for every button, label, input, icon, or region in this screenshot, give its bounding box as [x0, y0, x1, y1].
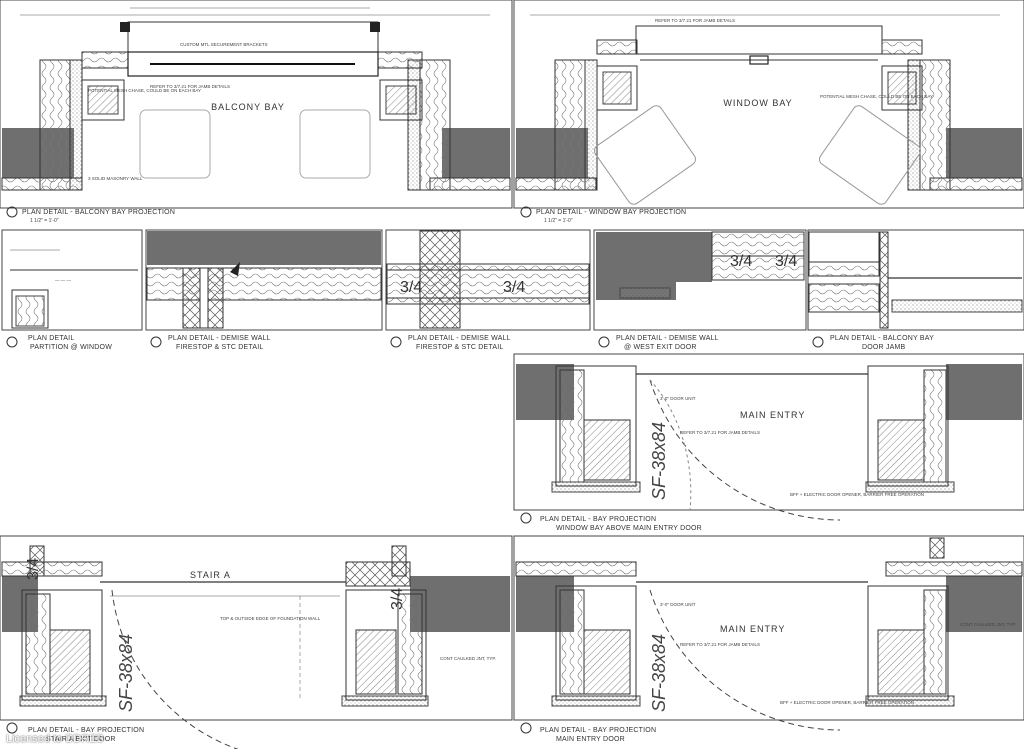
detail-bay-projection-main-entry: MAIN ENTRY REFER TO 3/7.21 FOR JAMB DETA…	[513, 535, 1024, 743]
note-potential-mesh-2: POTENTIAL MESH CHASE, COULD BE ON EACH B…	[820, 94, 933, 99]
detail-title-2: PLAN DETAIL - WINDOW BAY PROJECTION	[536, 209, 686, 216]
note-door-unit: 3'-0" DOOR UNIT	[660, 396, 696, 401]
detail-title-3: PLAN DETAIL	[28, 335, 74, 342]
note-potential-mesh: POTENTIAL MESH CHASE, COULD BE ON EACH B…	[88, 88, 201, 93]
detail-bay-projection-stair-a: 3/4 3/4 STAIR A TOP & OUTSIDE EDGE OF FO…	[0, 535, 513, 749]
detail-scale-2: 1 1/2" = 1'-0"	[544, 218, 573, 224]
fraction-3-4: 3/4	[400, 279, 422, 296]
note-caulked: CONT CAULKED JNT, TYP.	[440, 656, 496, 661]
detail-marker-icon	[812, 336, 824, 348]
note-refer-jamb-4: REFER TO 3/7.21 FOR JAMB DETAILS	[680, 642, 760, 647]
detail-title-6: PLAN DETAIL - DEMISE WALL	[616, 335, 719, 342]
room-label-balcony-bay: BALCONY BAY	[211, 102, 285, 112]
detail-partition-window: — — — PLAN DETAIL PARTITION @ WINDOW	[1, 229, 143, 351]
note-foundation: TOP & OUTSIDE EDGE OF FOUNDATION WALL	[220, 616, 321, 621]
detail-demise-west-exit: 3/4 3/4 PLAN DETAIL - DEMISE WALL @ WEST…	[593, 229, 807, 351]
detail-marker-icon	[150, 336, 162, 348]
fraction-3-4: 3/4	[503, 279, 525, 296]
detail-title-5: PLAN DETAIL - DEMISE WALL	[408, 335, 511, 342]
detail-title-10: PLAN DETAIL - BAY PROJECTION	[540, 727, 656, 734]
detail-demise-firestop-1: PLAN DETAIL - DEMISE WALL FIRESTOP & STC…	[145, 229, 383, 351]
detail-marker-icon	[520, 512, 532, 524]
note-refer-jamb-3: REFER TO 3/7.21 FOR JAMB DETAILS	[680, 430, 760, 435]
door-tag-3: SF-38x84	[649, 634, 669, 712]
room-label-main-entry-2: MAIN ENTRY	[720, 624, 785, 634]
note-door-unit-2: 3'-0" DOOR UNIT	[660, 602, 696, 607]
detail-marker-icon	[6, 206, 18, 218]
detail-marker-icon	[520, 206, 532, 218]
detail-scale-1: 1 1/2" = 1'-0"	[30, 218, 59, 224]
detail-subtitle-9: STAIR A EXIT DOOR	[46, 736, 116, 743]
watermark-text: Licensed to DDREB	[6, 733, 104, 745]
note-door-opener-2: BFF + ELECTRIC DOOR OPENER, BARRIER FREE…	[780, 700, 914, 705]
detail-title-1: PLAN DETAIL - BALCONY BAY PROJECTION	[22, 209, 175, 216]
detail-marker-icon	[6, 336, 18, 348]
note-solid-masonry: 3 SOLID MASONRY WALL	[88, 176, 143, 181]
detail-balcony-bay-projection: BALCONY BAY CUSTOM MTL SECUREMENT BRACKE…	[0, 0, 513, 224]
detail-balcony-door-jamb: PLAN DETAIL - BALCONY BAY DOOR JAMB	[807, 229, 1024, 351]
note-refer-jamb-2: REFER TO 3/7.21 FOR JAMB DETAILS	[655, 18, 735, 23]
detail-title-4: PLAN DETAIL - DEMISE WALL	[168, 335, 271, 342]
detail-subtitle-4: FIRESTOP & STC DETAIL	[176, 344, 263, 351]
detail-marker-icon	[598, 336, 610, 348]
detail-subtitle-5: FIRESTOP & STC DETAIL	[416, 344, 503, 351]
detail-marker-icon	[6, 722, 18, 734]
detail-subtitle-8: WINDOW BAY ABOVE MAIN ENTRY DOOR	[556, 525, 702, 532]
note-refer-jamb: REFER TO 3/7.21 FOR JAMB DETAILS	[150, 84, 230, 89]
note-door-opener: BFF + ELECTRIC DOOR OPENER, BARRIER FREE…	[790, 492, 924, 497]
detail-marker-icon	[520, 722, 532, 734]
detail-window-bay-projection: WINDOW BAY REFER TO 3/7.21 FOR JAMB DETA…	[513, 0, 1024, 224]
detail-subtitle-3: PARTITION @ WINDOW	[30, 344, 112, 351]
fraction-3-4: 3/4	[775, 253, 797, 270]
door-tag-1: SF-38x84	[649, 422, 669, 500]
note-custom-bracket: CUSTOM MTL SECUREMENT BRACKETS	[180, 42, 268, 47]
room-label-main-entry: MAIN ENTRY	[740, 410, 805, 420]
note-caulked-2: CONT CAULKED JNT, TYP.	[960, 622, 1016, 627]
detail-title-7: PLAN DETAIL - BALCONY BAY	[830, 335, 934, 342]
room-label-stair-a: STAIR A	[190, 570, 231, 580]
detail-subtitle-10: MAIN ENTRY DOOR	[556, 736, 625, 743]
svg-text:— — —: — — —	[55, 278, 72, 283]
detail-marker-icon	[390, 336, 402, 348]
detail-bay-projection-window-above-entry: MAIN ENTRY REFER TO 3/7.21 FOR JAMB DETA…	[513, 353, 1024, 532]
fraction-3-4: 3/4	[25, 558, 42, 580]
fraction-3-4: 3/4	[730, 253, 752, 270]
detail-title-8: PLAN DETAIL - BAY PROJECTION	[540, 516, 656, 523]
detail-subtitle-7: DOOR JAMB	[862, 344, 906, 351]
door-tag-2: SF-38x84	[116, 634, 136, 712]
detail-demise-firestop-2: 3/4 3/4 PLAN DETAIL - DEMISE WALL FIREST…	[385, 229, 591, 351]
detail-subtitle-6: @ WEST EXIT DOOR	[624, 344, 697, 351]
detail-title-9: PLAN DETAIL - BAY PROJECTION	[28, 727, 144, 734]
room-label-window-bay: WINDOW BAY	[723, 98, 792, 108]
